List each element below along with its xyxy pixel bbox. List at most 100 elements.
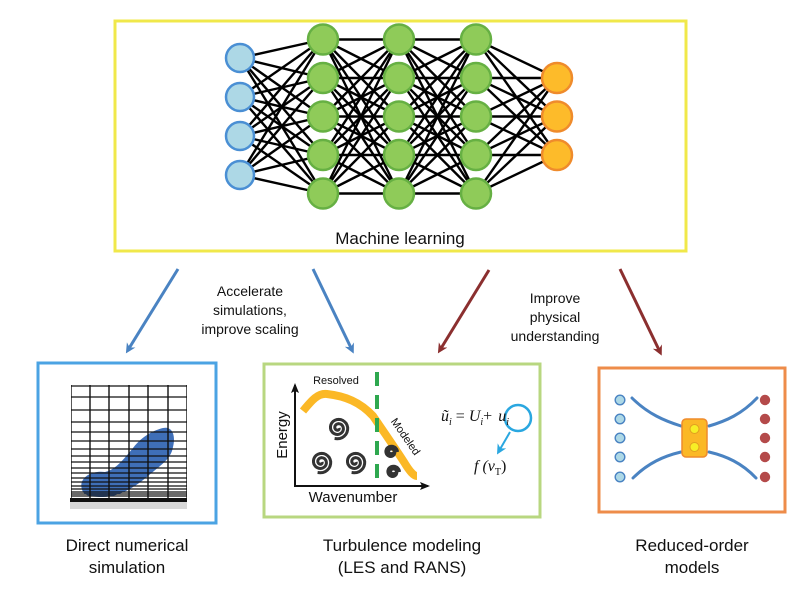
y-axis-label: Energy — [274, 411, 291, 459]
machine-learning-title: Machine learning — [335, 229, 465, 248]
hidden-3-node — [459, 138, 493, 172]
fluctuation-highlight-circle — [503, 403, 533, 433]
eddy-swirl-icons — [312, 417, 401, 479]
eddy-swirl-icon — [312, 451, 333, 475]
energy-spectrum-plot — [291, 372, 430, 490]
input-node — [224, 159, 256, 191]
input-node — [224, 120, 256, 152]
closure-function: f (νT) — [474, 458, 506, 478]
network-edge — [398, 115, 477, 195]
rom-encoder-decoder-curves — [630, 396, 759, 480]
rom-nodes — [614, 394, 771, 483]
neural-network-nodes — [224, 23, 574, 210]
network-edge — [475, 77, 558, 195]
network-edge — [238, 38, 325, 176]
rom-latent-node — [689, 424, 700, 434]
input-node — [224, 42, 256, 74]
network-edge — [321, 38, 401, 195]
input-node — [224, 81, 256, 113]
accelerate-label-line: improve scaling — [201, 321, 299, 337]
network-edge — [398, 38, 477, 156]
network-edge — [239, 38, 324, 137]
hidden-1-node — [306, 100, 340, 133]
eq-sub: i — [480, 417, 484, 429]
eq-equals: = — [455, 408, 465, 425]
arrow-to-turbulence-red — [437, 269, 491, 354]
hidden-1-node — [306, 23, 340, 56]
eq-plus: + — [483, 408, 493, 425]
arrow-to-rom — [618, 268, 662, 356]
turbulence-caption-line: Turbulence modeling — [322, 536, 482, 555]
hidden-3-node — [459, 61, 493, 95]
rom-latent-node — [689, 442, 700, 452]
rom-caption-line: Reduced-order — [635, 536, 749, 555]
network-edge — [398, 38, 477, 118]
rom-output-node — [759, 394, 771, 406]
output-node — [540, 61, 574, 95]
network-edge — [321, 38, 401, 156]
hidden-1-node — [306, 61, 340, 95]
rom-input-node — [614, 394, 626, 406]
rom-caption: Reduced-order models — [592, 535, 792, 579]
rom-latent-box — [681, 418, 708, 458]
hidden-2-node — [382, 61, 416, 95]
network-edge — [475, 77, 558, 156]
equation-graphics — [496, 403, 533, 455]
closure-arrow — [496, 431, 511, 455]
hidden-1-node — [306, 138, 340, 172]
arrow-to-turbulence-blue — [311, 268, 354, 354]
physical-understanding-label: Improve physical understanding — [490, 289, 620, 346]
dns-caption: Direct numerical simulation — [22, 535, 232, 579]
eq-filtered-u: ũ — [441, 408, 449, 425]
accelerate-label-line: Accelerate — [216, 283, 284, 299]
network-edge — [397, 38, 478, 195]
dns-caption-line: Direct numerical — [65, 536, 189, 555]
turbulence-caption: Turbulence modeling (LES and RANS) — [282, 535, 522, 579]
eddy-swirl-icon — [386, 464, 401, 479]
hidden-3-node — [459, 177, 493, 210]
rom-output-node — [759, 471, 771, 483]
hidden-3-node — [459, 23, 493, 56]
network-edge — [239, 77, 324, 176]
closure-func-sub: T — [494, 467, 501, 479]
accelerate-label: Accelerate simulations, improve scaling — [180, 282, 320, 339]
hidden-1-node — [306, 177, 340, 210]
dns-caption-line: simulation — [88, 558, 166, 577]
output-node — [540, 100, 574, 133]
mesh-grid-with-flow-blob-icon — [70, 385, 187, 509]
resolved-label: Resolved — [313, 375, 359, 387]
turbulence-panel-box — [262, 362, 542, 519]
network-edge — [239, 115, 324, 176]
decomposition-equation: ũi = Ui+ ui — [441, 408, 509, 428]
physical-understanding-label-line: physical — [529, 309, 581, 325]
rom-caption-line: models — [664, 558, 720, 577]
rom-output-node — [759, 432, 771, 444]
hidden-2-node — [382, 100, 416, 133]
rom-input-node — [614, 413, 626, 425]
eq-sub: i — [506, 417, 509, 429]
network-edge — [322, 38, 400, 118]
hidden-3-node — [459, 100, 493, 133]
rom-input-node — [614, 451, 626, 463]
eq-mean-U: U — [468, 408, 481, 425]
eq-sub: i — [449, 417, 452, 429]
arrow-to-dns — [125, 268, 180, 354]
hidden-2-node — [382, 138, 416, 172]
turbulence-caption-line: (LES and RANS) — [337, 558, 467, 577]
closure-func-close: ) — [500, 458, 507, 475]
rom-output-node — [759, 451, 771, 463]
rom-input-node — [614, 471, 626, 483]
energy-spectrum-curve — [299, 389, 418, 480]
output-node — [540, 138, 574, 172]
eq-fluct-u: u — [498, 408, 507, 425]
network-edge — [239, 38, 324, 98]
eddy-swirl-icon — [384, 444, 399, 459]
physical-understanding-label-line: understanding — [510, 328, 600, 344]
rom-input-node — [614, 432, 626, 444]
hidden-2-node — [382, 23, 416, 56]
network-edge — [321, 77, 401, 195]
machine-learning-box — [113, 19, 688, 253]
physical-understanding-label-line: Improve — [529, 290, 581, 306]
network-edge — [475, 115, 558, 195]
